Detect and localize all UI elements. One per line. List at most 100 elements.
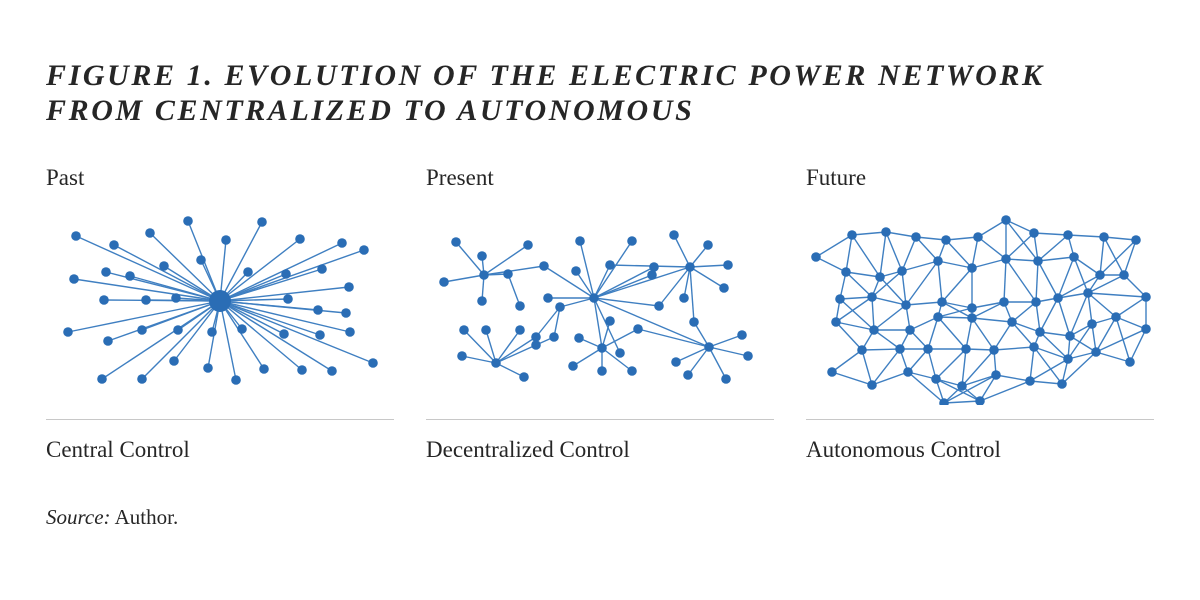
network-node xyxy=(257,217,267,227)
network-node xyxy=(231,375,241,385)
network-link xyxy=(1061,351,1097,385)
network-node xyxy=(1007,317,1017,327)
network-node xyxy=(647,270,657,280)
network-link xyxy=(1035,301,1041,333)
network-node xyxy=(519,372,529,382)
network-node xyxy=(169,356,179,366)
network-link xyxy=(979,380,1031,402)
network-node xyxy=(1111,312,1121,322)
network-node xyxy=(1063,354,1073,364)
network-link xyxy=(601,347,633,372)
network-link xyxy=(1039,297,1059,333)
network-link xyxy=(113,244,221,302)
divider-past xyxy=(46,419,394,420)
network-link xyxy=(1011,321,1035,348)
network-link xyxy=(593,297,603,349)
network-node xyxy=(491,358,501,368)
network-link xyxy=(141,300,221,331)
network-node xyxy=(1125,357,1135,367)
network-link xyxy=(73,278,221,302)
network-node xyxy=(1035,327,1045,337)
network-link xyxy=(871,348,901,386)
network-node xyxy=(1131,235,1141,245)
network-link xyxy=(935,348,967,380)
network-node xyxy=(209,290,231,312)
network-link xyxy=(961,374,997,387)
network-node xyxy=(173,325,183,335)
network-link xyxy=(593,264,611,299)
network-link xyxy=(1123,239,1137,276)
network-link xyxy=(905,301,943,306)
network-link xyxy=(831,371,873,386)
network-node xyxy=(99,295,109,305)
network-link xyxy=(845,271,873,298)
network-link xyxy=(977,236,1007,260)
network-link xyxy=(831,349,863,373)
network-node xyxy=(1065,331,1075,341)
network-link xyxy=(901,270,907,306)
network-link xyxy=(559,297,595,308)
network-node xyxy=(137,325,147,335)
network-link xyxy=(593,297,710,348)
network-link xyxy=(483,244,529,276)
network-link xyxy=(1005,232,1035,260)
network-node xyxy=(571,266,581,276)
network-link xyxy=(219,300,351,333)
network-node xyxy=(615,348,625,358)
network-link xyxy=(219,249,365,302)
network-link xyxy=(993,346,1035,351)
network-link xyxy=(1103,236,1137,241)
network-node xyxy=(1141,292,1151,302)
network-link xyxy=(937,260,943,303)
network-link xyxy=(915,236,939,262)
network-link xyxy=(905,260,939,306)
network-node xyxy=(137,374,147,384)
network-link xyxy=(219,298,289,302)
network-node xyxy=(141,295,151,305)
network-node xyxy=(975,396,985,405)
network-link xyxy=(219,300,303,371)
network-link xyxy=(971,301,1005,319)
network-node xyxy=(841,267,851,277)
network-link xyxy=(461,355,497,364)
network-link xyxy=(1037,256,1075,262)
network-link xyxy=(689,264,729,268)
network-node xyxy=(69,274,79,284)
network-node xyxy=(237,324,247,334)
network-link xyxy=(495,329,521,364)
panel-past: Past Central Control xyxy=(46,165,394,475)
network-node xyxy=(1091,347,1101,357)
network-link xyxy=(971,236,979,269)
network-link xyxy=(873,329,901,350)
network-link xyxy=(1033,346,1063,385)
network-node xyxy=(196,255,206,265)
network-node xyxy=(203,363,213,373)
network-node xyxy=(295,234,305,244)
network-link xyxy=(1035,260,1039,303)
network-link xyxy=(1123,274,1147,298)
network-link xyxy=(1005,258,1037,303)
network-link xyxy=(1003,258,1007,303)
network-link xyxy=(871,296,907,306)
network-node xyxy=(679,293,689,303)
network-link xyxy=(572,347,603,367)
network-node xyxy=(967,313,977,323)
network-node xyxy=(477,296,487,306)
network-link xyxy=(861,348,901,351)
network-link xyxy=(943,374,997,404)
network-node xyxy=(283,294,293,304)
network-node xyxy=(575,236,585,246)
network-link xyxy=(1033,232,1069,236)
network-link xyxy=(1115,316,1147,330)
network-node xyxy=(811,252,821,262)
network-node xyxy=(1029,228,1039,238)
panel-present: Present Decentralized Control xyxy=(426,165,774,475)
network-link xyxy=(845,234,853,273)
network-node xyxy=(1031,297,1041,307)
network-node xyxy=(1141,324,1151,334)
network-node xyxy=(957,381,967,391)
network-node xyxy=(895,344,905,354)
network-link xyxy=(907,371,937,380)
network-link xyxy=(219,273,287,302)
network-node xyxy=(847,230,857,240)
